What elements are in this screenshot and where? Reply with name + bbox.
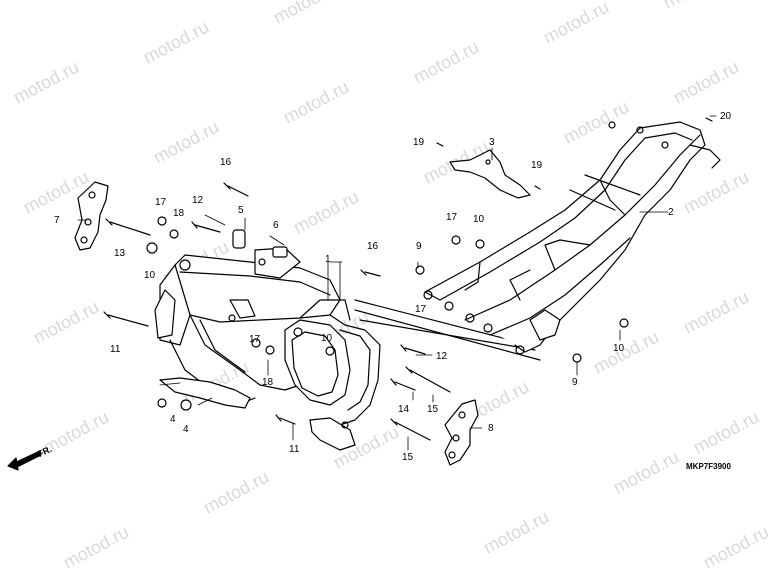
callout-18b: 18 <box>262 377 274 388</box>
callout-4a: 4 <box>170 414 176 425</box>
callout-3: 3 <box>489 137 495 148</box>
left-side-plate <box>74 181 109 251</box>
callout-19b: 19 <box>531 160 543 171</box>
callout-9b: 9 <box>572 377 578 388</box>
callout-8: 8 <box>488 423 494 434</box>
callout-10d: 10 <box>613 343 625 354</box>
callout-15a: 15 <box>427 404 439 415</box>
callout-17b: 17 <box>446 212 458 223</box>
callout-12b: 12 <box>436 351 448 362</box>
collars-and-nuts <box>146 216 629 411</box>
callout-4b: 4 <box>183 424 189 435</box>
diagram-code: MKP7F3900 <box>686 462 731 471</box>
callout-18a: 18 <box>173 208 185 219</box>
callout-9a: 9 <box>416 241 422 252</box>
callout-16a: 16 <box>220 157 232 168</box>
callout-16b: 16 <box>367 241 379 252</box>
callout-10b: 10 <box>321 333 333 344</box>
callout-6: 6 <box>273 220 279 231</box>
callout-17d: 17 <box>249 334 261 345</box>
callout-10a: 10 <box>144 270 156 281</box>
callout-20: 20 <box>720 111 732 122</box>
callout-19a: 19 <box>413 137 425 148</box>
seat-bracket <box>449 149 531 199</box>
callout-15b: 15 <box>402 452 414 463</box>
main-frame <box>154 247 541 451</box>
callout-1: 1 <box>325 254 331 265</box>
callout-17a: 17 <box>155 197 167 208</box>
callout-14: 14 <box>398 404 410 415</box>
callout-5: 5 <box>238 205 244 216</box>
right-side-plate <box>444 399 479 466</box>
leader-lines <box>77 115 717 451</box>
rear-sub-frame <box>423 121 721 355</box>
callout-17c: 17 <box>415 304 427 315</box>
callout-12a: 12 <box>192 195 204 206</box>
callout-2: 2 <box>668 207 674 218</box>
callout-11b: 11 <box>289 444 300 455</box>
callout-11a: 11 <box>110 344 121 355</box>
callout-7: 7 <box>54 215 60 226</box>
callout-13: 13 <box>114 248 126 259</box>
bolts <box>103 117 713 441</box>
front-direction-arrow <box>7 450 42 471</box>
callout-10c: 10 <box>473 214 485 225</box>
